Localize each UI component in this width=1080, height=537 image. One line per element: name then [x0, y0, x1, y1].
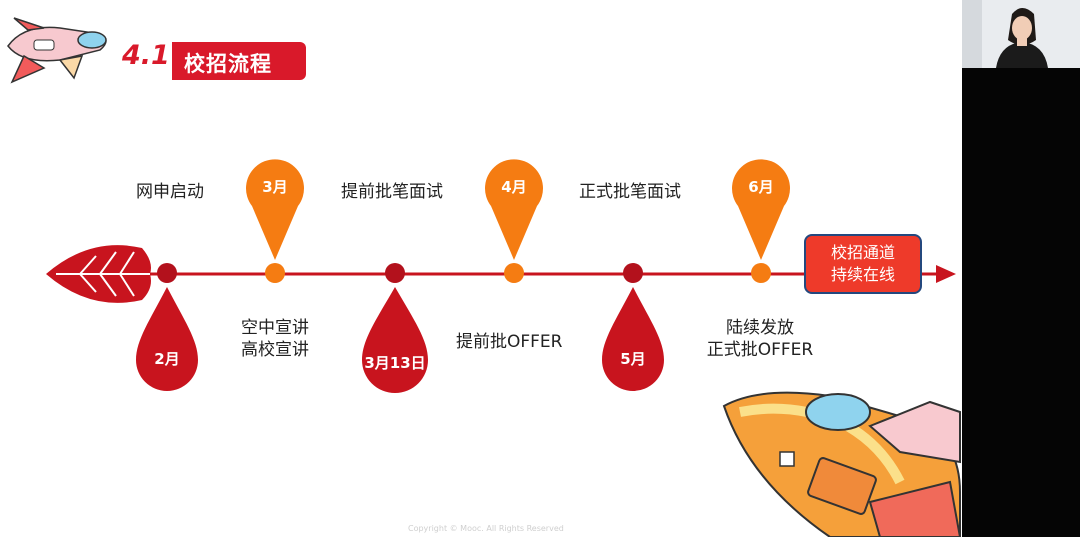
participant-video-tile[interactable]	[962, 0, 1080, 68]
label-aircast-line2: 高校宣讲	[241, 340, 309, 360]
drop-text-may: 5月	[620, 350, 646, 368]
pin-text-mar: 3月	[262, 178, 288, 196]
drop-bottom-feb	[136, 287, 198, 391]
end-box-line1: 校招通道	[830, 243, 895, 262]
label-early-written-interview: 提前批笔面试	[341, 182, 443, 202]
presentation-slide: 4.1 校招流程 网申启动 提前批笔面试 正式批笔面试	[7, 17, 962, 537]
timeline-arrow-icon	[936, 265, 956, 283]
timeline-dot-may	[623, 263, 643, 283]
video-call-side-panel	[962, 0, 1080, 537]
section-title: 校招流程	[184, 52, 272, 76]
pin-text-apr: 4月	[501, 178, 527, 196]
label-aircast-line1: 空中宣讲	[241, 318, 309, 338]
timeline-dot-jun	[751, 263, 771, 283]
pin-top-jun	[732, 159, 790, 260]
timeline-dot-apr	[504, 263, 524, 283]
rocket-illustration-bottom	[722, 391, 962, 537]
timeline-dot-feb	[157, 263, 177, 283]
label-formal-written-interview: 正式批笔面试	[579, 182, 681, 202]
rocket-illustration-top	[7, 17, 107, 84]
leaf-veins	[56, 251, 150, 297]
pin-text-jun: 6月	[748, 178, 774, 196]
pin-top-mar	[246, 159, 304, 260]
label-early-offer: 提前批OFFER	[456, 332, 563, 352]
drop-text-feb: 2月	[154, 350, 180, 368]
pin-top-apr	[484, 159, 543, 260]
label-online-application: 网申启动	[136, 182, 204, 202]
label-formal-offer-line2: 正式批OFFER	[706, 340, 814, 360]
drop-bottom-mar13	[362, 287, 428, 393]
section-number: 4.1	[122, 40, 170, 71]
drop-bottom-may	[602, 287, 664, 391]
section-title-bar: 校招流程	[172, 42, 306, 80]
timeline-dot-mar13	[385, 263, 405, 283]
copyright-watermark: Copyright © Mooc. All Rights Reserved	[408, 524, 564, 533]
end-box-channel-open: 校招通道 持续在线	[804, 234, 922, 294]
label-formal-offer-line1: 陆续发放	[726, 318, 794, 338]
drop-text-mar13: 3月13日	[364, 354, 426, 372]
timeline-graphic	[46, 159, 956, 393]
end-box-line2: 持续在线	[830, 265, 895, 284]
timeline-dot-mar	[265, 263, 285, 283]
person-avatar-icon	[962, 0, 1080, 68]
